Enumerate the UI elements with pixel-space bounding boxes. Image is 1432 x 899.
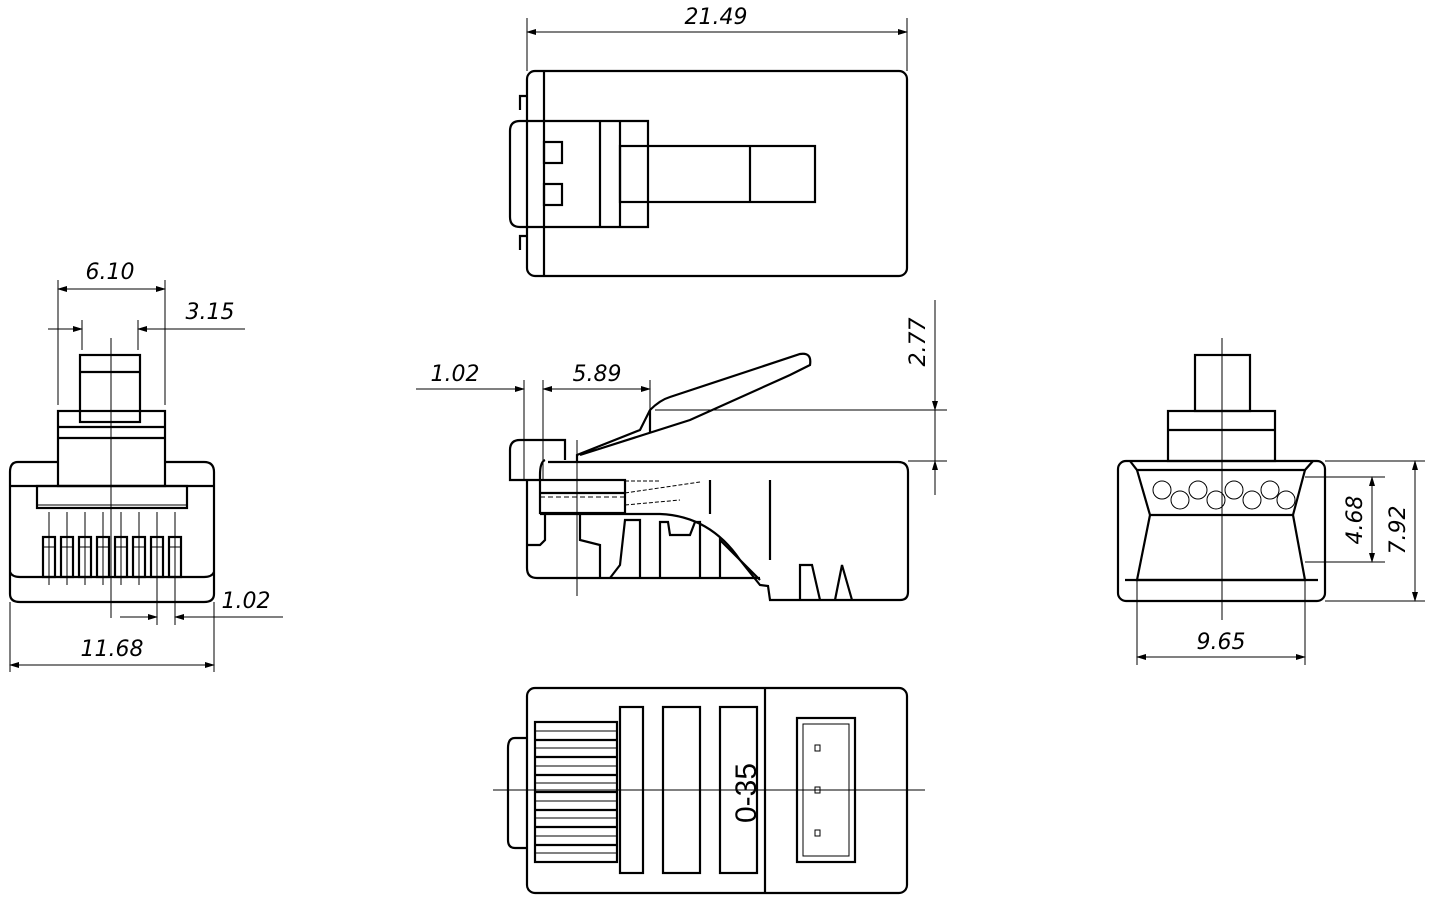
latch-tab <box>508 119 650 229</box>
dimension-1-02-pitch: 1.02 <box>120 585 283 625</box>
side-view: 1.02 5.89 2.77 <box>416 300 947 602</box>
dim-label: 21.49 <box>685 5 748 30</box>
top-view: 21.49 <box>508 5 909 278</box>
dimension-4-68: 4.68 <box>1305 476 1385 563</box>
front-body-outline <box>8 460 216 604</box>
dimension-3-15: 3.15 <box>48 300 245 350</box>
latch-front <box>508 438 567 482</box>
dimension-1-02-offset: 1.02 <box>416 362 525 480</box>
dim-label: 2.77 <box>906 318 931 367</box>
dimension-11-68: 11.68 <box>9 602 215 672</box>
rear-view: 4.68 7.92 9.65 <box>1116 338 1425 665</box>
dim-label: 4.68 <box>1343 496 1368 545</box>
dimension-6-10: 6.10 <box>57 260 166 405</box>
dim-label: 1.02 <box>431 362 480 387</box>
dimension-5-89: 5.89 <box>542 362 651 480</box>
dimension-7-92: 7.92 <box>1325 460 1425 602</box>
dimension-21-49: 21.49 <box>526 5 908 71</box>
dim-label: 3.15 <box>186 300 235 325</box>
dim-label: 1.02 <box>222 589 271 614</box>
dimension-2-77: 2.77 <box>655 300 947 495</box>
front-view: 6.10 3.15 1.02 11.68 <box>8 260 283 672</box>
dimension-9-65: 9.65 <box>1136 580 1306 665</box>
latch-lever <box>618 144 817 204</box>
dim-label: 7.92 <box>1386 506 1411 555</box>
bottom-view: 0-35 <box>493 686 925 895</box>
dim-label: 5.89 <box>573 362 622 387</box>
contact-lines <box>535 730 617 854</box>
latch-lever <box>575 352 812 461</box>
top-body-outline <box>525 69 909 278</box>
dim-label: 11.68 <box>81 637 144 662</box>
contact-pins <box>41 512 183 585</box>
part-marking: 0-35 <box>730 763 763 823</box>
dim-label: 9.65 <box>1197 630 1246 655</box>
dim-label: 6.10 <box>86 260 135 285</box>
latch-key <box>78 353 142 424</box>
wire-holes <box>1152 480 1296 510</box>
